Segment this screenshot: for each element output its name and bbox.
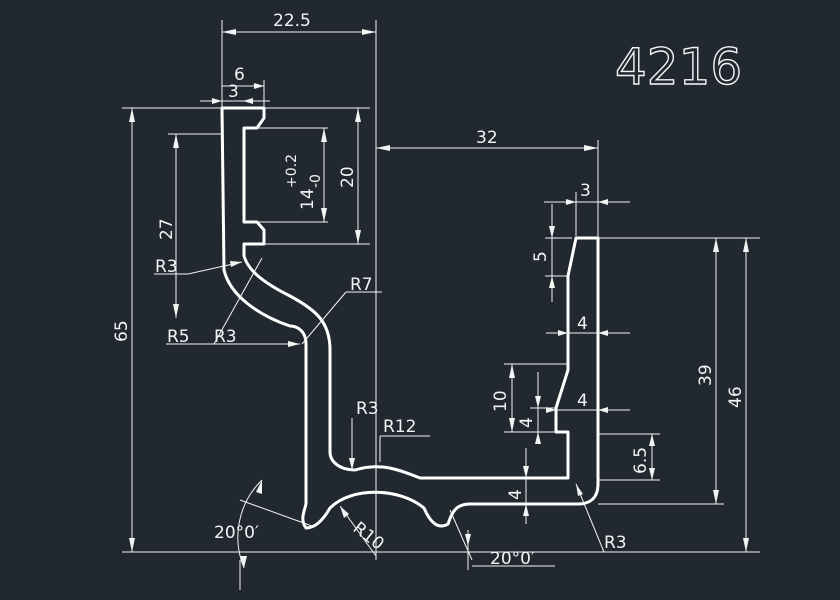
dim-right-5: 5 xyxy=(531,204,572,302)
r5: R5 xyxy=(167,327,190,347)
dim-right-39-46: 39 46 xyxy=(598,237,760,552)
r3-corner: R3 xyxy=(604,533,627,553)
r3-mid: R3 xyxy=(214,327,237,347)
r3-inner: R3 xyxy=(356,399,379,419)
dim-top-width: 22.5 xyxy=(221,11,377,560)
dim-27: 27 xyxy=(157,218,177,240)
dim-4-lower: 4 xyxy=(577,391,588,411)
dim-right-10: 10 4 xyxy=(491,363,568,444)
dim-overall-65: 65 xyxy=(112,107,760,553)
angle-right-label: 20°0′ xyxy=(490,549,535,569)
dim-14-upper: +0.2 xyxy=(284,154,300,188)
dim-20: 20 xyxy=(338,166,358,188)
r10: R10 xyxy=(349,518,388,554)
dim-right-4-upper: 4 xyxy=(546,314,630,336)
r3-upper: R3 xyxy=(155,257,178,277)
dim-22-5: 22.5 xyxy=(273,11,311,31)
dim-right-wall: 3 xyxy=(544,181,630,236)
dim-4-upper: 4 xyxy=(577,314,588,334)
part-number: 4216 xyxy=(615,38,742,96)
dim-4-vert: 4 xyxy=(517,417,537,428)
r12: R12 xyxy=(383,417,416,437)
dim-3: 3 xyxy=(228,82,239,102)
dim-4-bottom: 4 xyxy=(506,489,526,500)
r7: R7 xyxy=(350,275,373,295)
dim-65: 65 xyxy=(112,320,132,342)
dim-6: 6 xyxy=(234,65,245,85)
dim-5: 5 xyxy=(531,251,551,262)
dim-39: 39 xyxy=(696,364,716,386)
dim-right-4-lower: 4 xyxy=(546,391,630,413)
dim-groove: 14 +0.2 -0 20 xyxy=(246,107,370,245)
angle-left: 20°0′ xyxy=(214,479,313,590)
dim-bottom-4: 4 xyxy=(506,448,529,524)
dim-10: 10 xyxy=(491,390,511,412)
dim-14: 14 xyxy=(298,188,318,210)
angle-right: 20°0′ xyxy=(449,509,555,570)
angle-left-label: 20°0′ xyxy=(214,523,259,543)
dim-right-6-5: 6.5 xyxy=(598,433,660,481)
extrusion-profile xyxy=(220,106,600,530)
dim-46: 46 xyxy=(726,386,746,408)
radius-leaders: R3 R5 R3 R7 R3 R12 R10 R3 xyxy=(154,257,640,557)
dim-14-lower: -0 xyxy=(308,174,324,188)
dim-lip: 6 3 xyxy=(200,65,270,108)
dim-3-right: 3 xyxy=(580,181,591,201)
dim-left-27: 27 xyxy=(157,133,222,318)
dim-32: 32 xyxy=(376,128,599,238)
profile-outline xyxy=(220,106,600,530)
dim-32-label: 32 xyxy=(476,128,498,148)
dim-6-5: 6.5 xyxy=(631,447,651,474)
